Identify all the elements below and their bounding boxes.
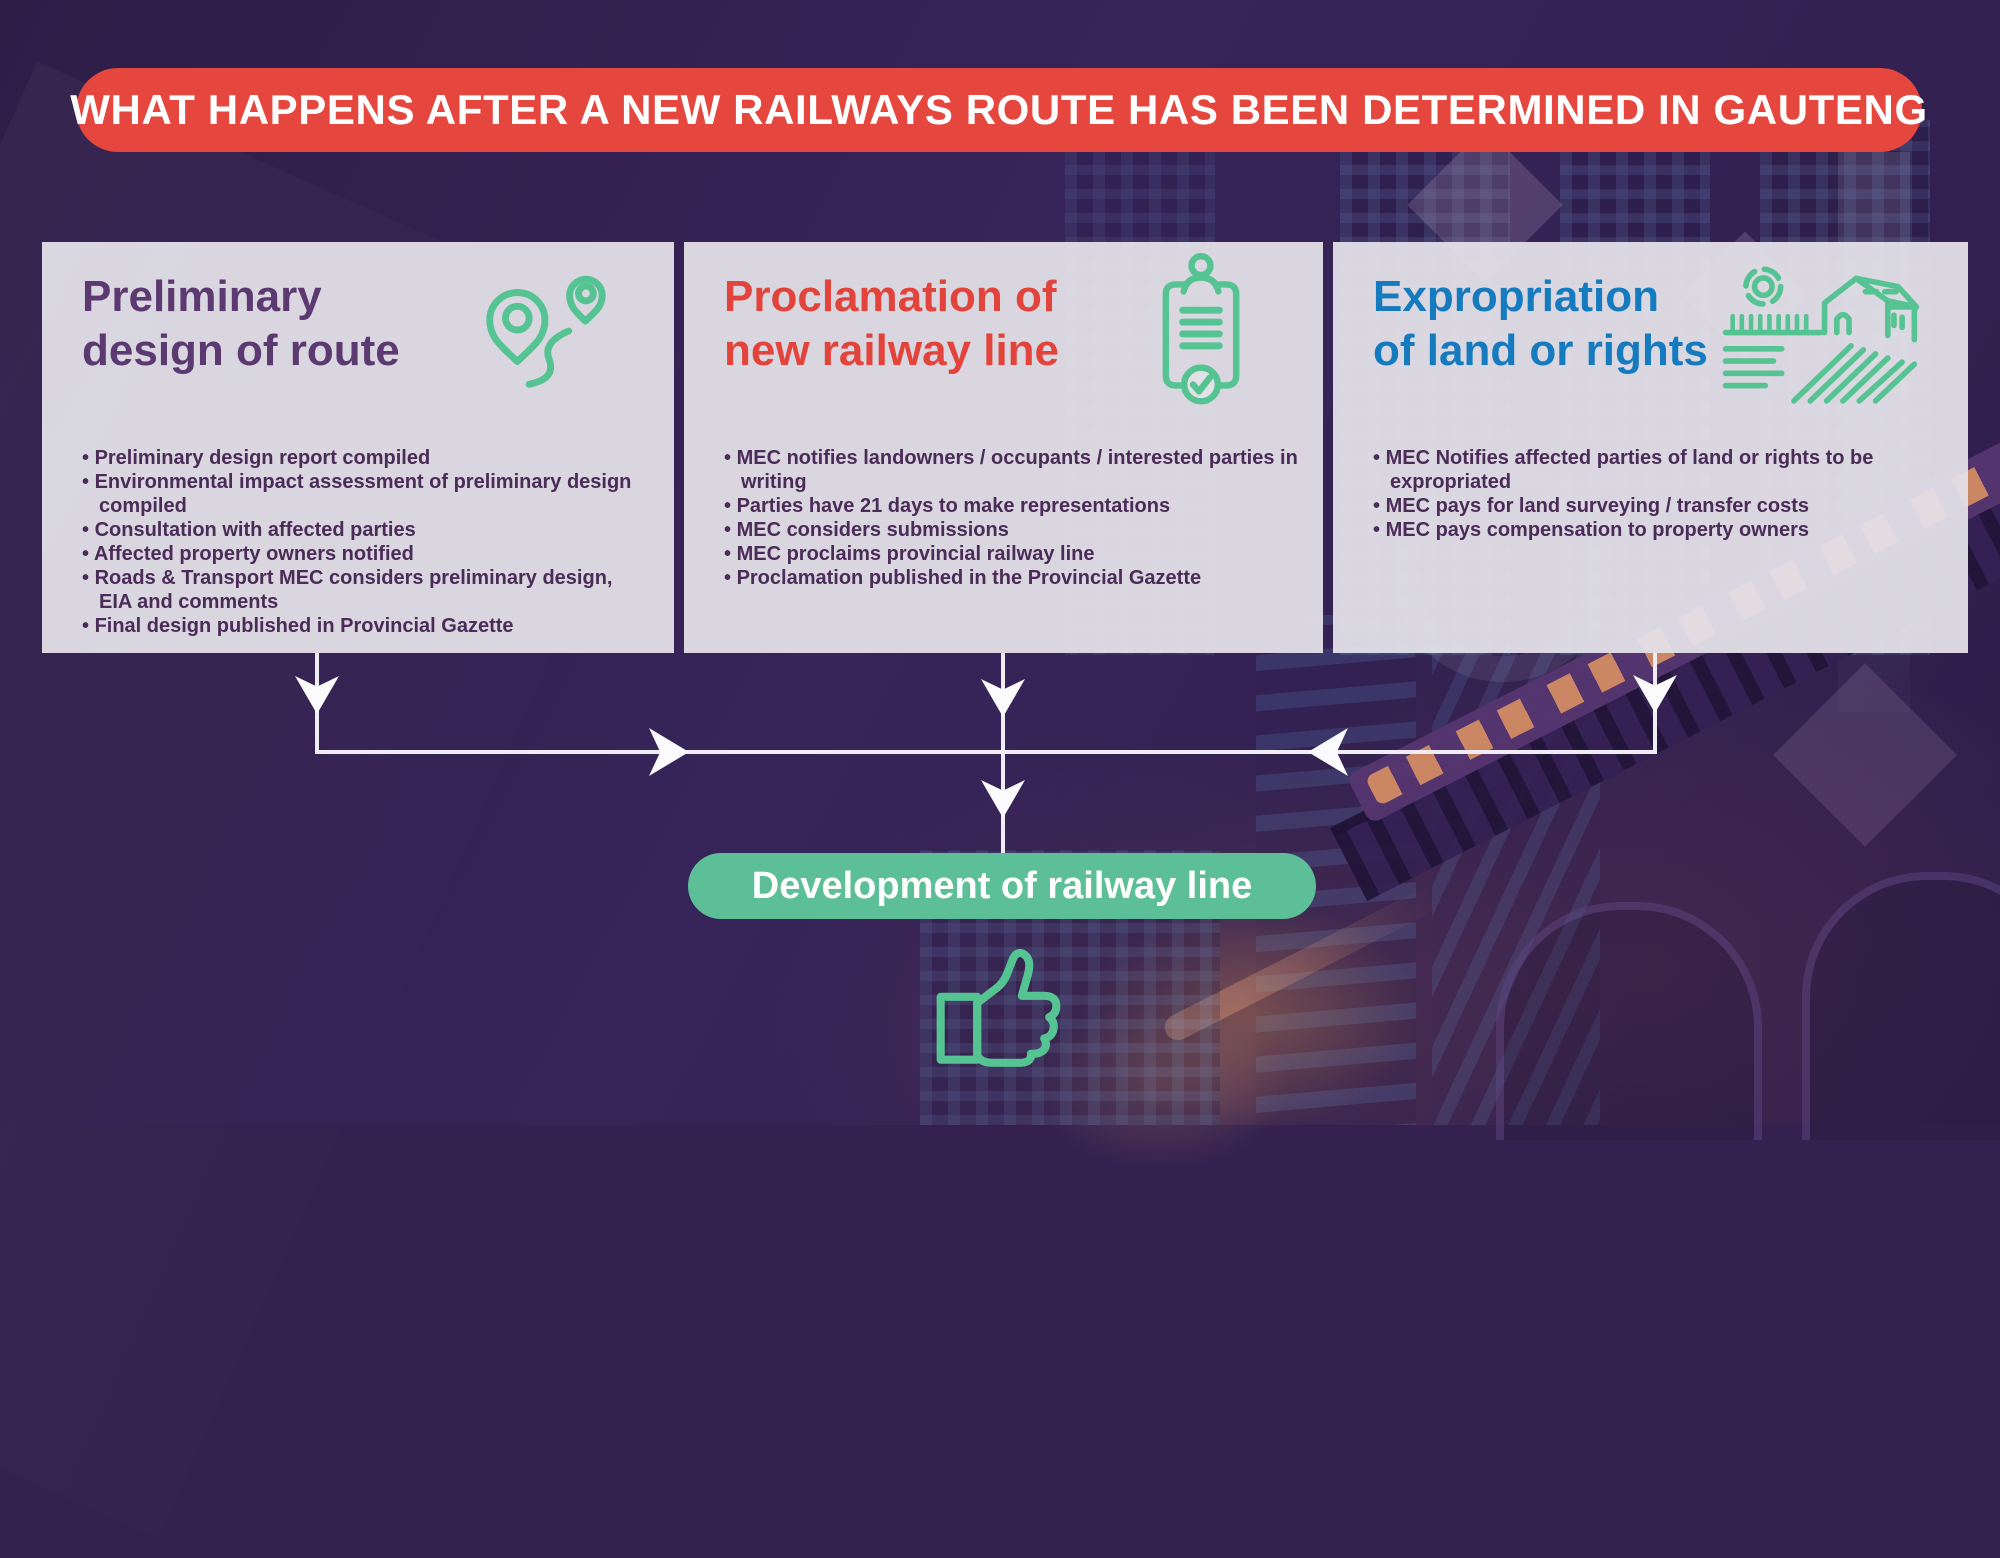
development-pill-label: Development of railway line (751, 864, 1253, 907)
bullet-item: Environmental impact assessment of preli… (82, 470, 634, 518)
bullet-item: MEC Notifies affected parties of land or… (1373, 446, 1933, 494)
bullet-item: Final design published in Provincial Gaz… (82, 614, 634, 638)
background-headlight-glow (1080, 900, 1420, 1130)
bullet-item: MEC proclaims provincial railway line (724, 542, 1302, 566)
bullet-item: Preliminary design report compiled (82, 446, 634, 470)
bullet-item: Consultation with affected parties (82, 518, 634, 542)
clipboard-check-icon (1149, 250, 1253, 410)
bullet-item: Proclamation published in the Provincial… (724, 566, 1302, 590)
farm-land-icon (1722, 258, 1922, 406)
header-banner: WHAT HAPPENS AFTER A NEW RAILWAYS ROUTE … (70, 68, 1927, 152)
card-preliminary-design: Preliminary design of route Preliminary … (42, 242, 674, 653)
bullet-item: MEC pays compensation to property owners (1373, 518, 1933, 542)
header-title: WHAT HAPPENS AFTER A NEW RAILWAYS ROUTE … (70, 86, 1928, 133)
bullet-item: MEC considers submissions (724, 518, 1302, 542)
bullet-item: Affected property owners notified (82, 542, 634, 566)
flow-connector-line (1001, 653, 1005, 855)
card-title: Proclamation of new railway line (724, 272, 1060, 375)
bullet-list: MEC Notifies affected parties of land or… (1373, 446, 1933, 542)
flow-connector-line (315, 750, 1657, 754)
card-expropriation: Expropriation of land or rights MEC Noti… (1333, 242, 1968, 653)
background-bridge-arch (1802, 872, 2000, 1140)
thumbs-up-icon (925, 938, 1073, 1080)
bullet-item: MEC pays for land surveying / transfer c… (1373, 494, 1933, 518)
bullet-item: Parties have 21 days to make representat… (724, 494, 1302, 518)
bullet-list: Preliminary design report compiled Envir… (82, 446, 634, 638)
background-bridge-arch (1496, 902, 1762, 1140)
bullet-item: Roads & Transport MEC considers prelimin… (82, 566, 634, 614)
card-title: Preliminary design of route (82, 272, 400, 375)
bullet-item: MEC notifies landowners / occupants / in… (724, 446, 1302, 494)
development-pill: Development of railway line (688, 853, 1316, 919)
bullet-list: MEC notifies landowners / occupants / in… (724, 446, 1302, 590)
card-proclamation: Proclamation of new railway line MEC not… (684, 242, 1323, 653)
route-pins-icon (468, 256, 616, 404)
card-title: Expropriation of land or rights (1373, 272, 1708, 375)
